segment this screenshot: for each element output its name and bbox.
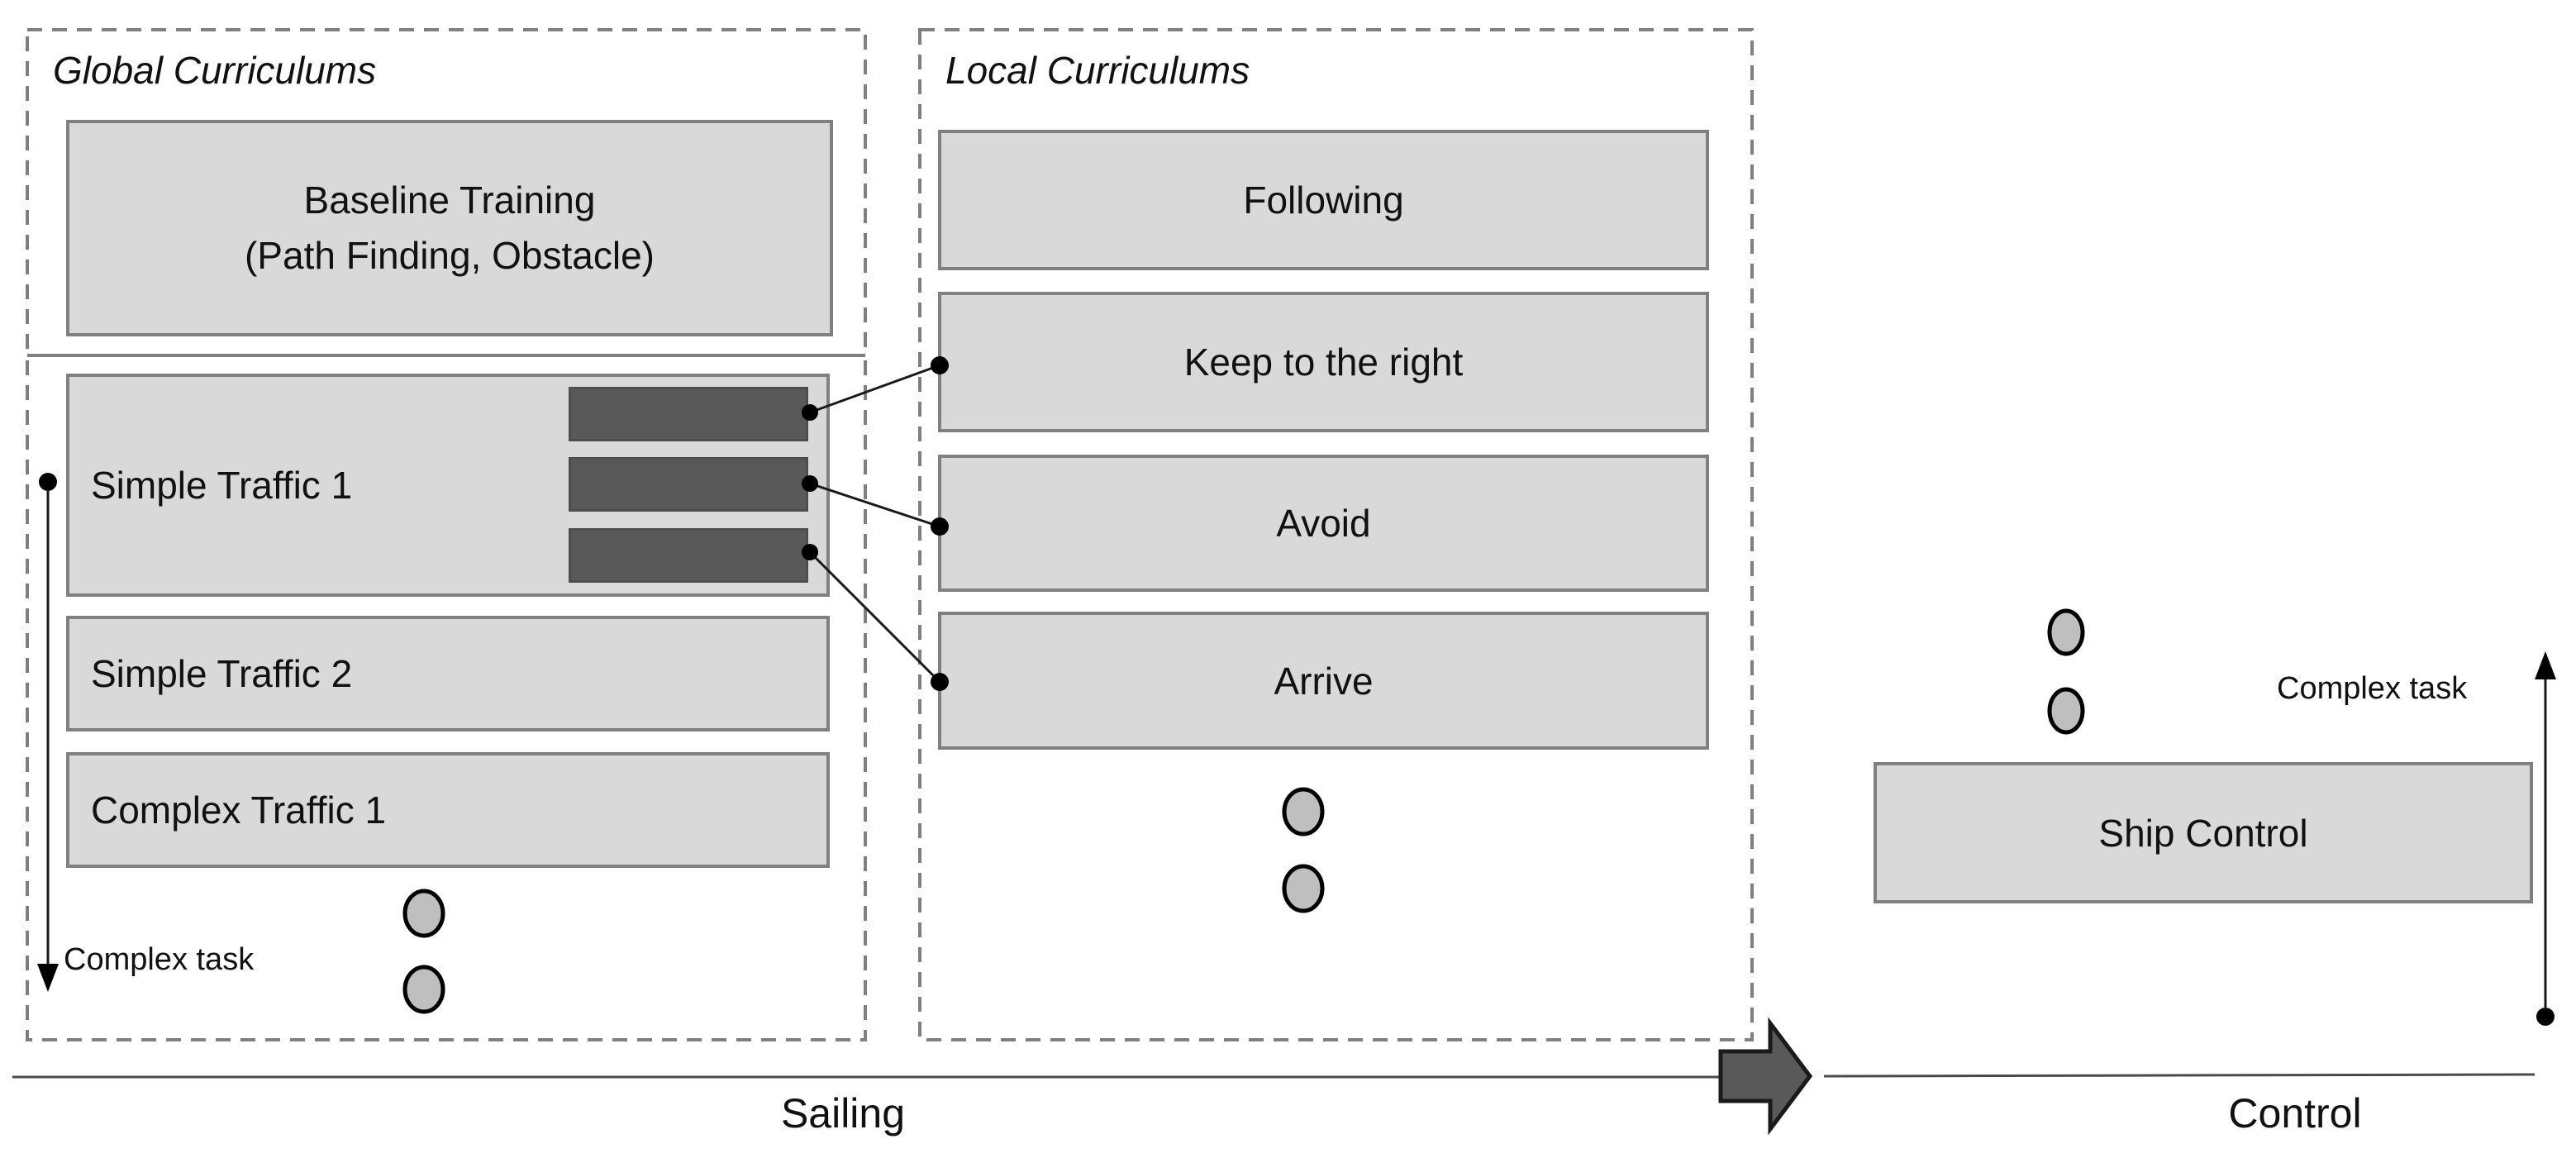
task-box-following: Following: [938, 130, 1709, 270]
ellipsis-dots-local: [1282, 787, 1325, 913]
global-curriculums-title: Global Curriculums: [53, 49, 377, 92]
sub-task-bar-2: [569, 457, 808, 512]
task-label: Keep to the right: [1183, 341, 1464, 384]
bottom-axis-line: [12, 1073, 2536, 1079]
ship-control-label: Ship Control: [2098, 811, 2308, 855]
task-box-avoid: Avoid: [938, 455, 1709, 592]
stage-label: Complex Traffic 1: [91, 789, 387, 832]
task-box-keep-to-the-right: Keep to the right: [938, 292, 1709, 432]
sub-task-bar-1: [569, 387, 808, 441]
stage-label: Simple Traffic 1: [91, 464, 353, 507]
baseline-training-label: Baseline Training (Path Finding, Obstacl…: [244, 179, 655, 277]
task-label: Arrive: [1274, 659, 1374, 703]
stage-label: Simple Traffic 2: [91, 652, 353, 695]
complex-task-down-arrow: [37, 473, 59, 992]
stage-box-complex-traffic-1: Complex Traffic 1: [66, 752, 830, 868]
baseline-training-box: Baseline Training (Path Finding, Obstacl…: [66, 120, 833, 336]
sailing-axis-label: Sailing: [780, 1090, 906, 1137]
control-complex-task-label: Complex task: [2277, 671, 2468, 706]
complex-task-up-arrow: [2535, 651, 2556, 1026]
local-curriculums-title: Local Curriculums: [945, 49, 1250, 92]
big-right-arrow: [1718, 1017, 1813, 1136]
ship-control-box: Ship Control: [1874, 762, 2533, 903]
ellipsis-dots-global: [402, 889, 445, 1014]
sub-task-bar-3: [569, 528, 808, 583]
stage-box-simple-traffic-1: Simple Traffic 1: [66, 374, 830, 597]
task-label: Following: [1243, 179, 1404, 222]
task-label: Avoid: [1276, 502, 1371, 545]
control-axis-label: Control: [2228, 1090, 2362, 1137]
global-complex-task-label: Complex task: [64, 942, 255, 977]
task-box-arrive: Arrive: [938, 612, 1709, 750]
stage-box-simple-traffic-2: Simple Traffic 2: [66, 616, 830, 731]
ellipsis-dots-control: [2047, 608, 2085, 735]
